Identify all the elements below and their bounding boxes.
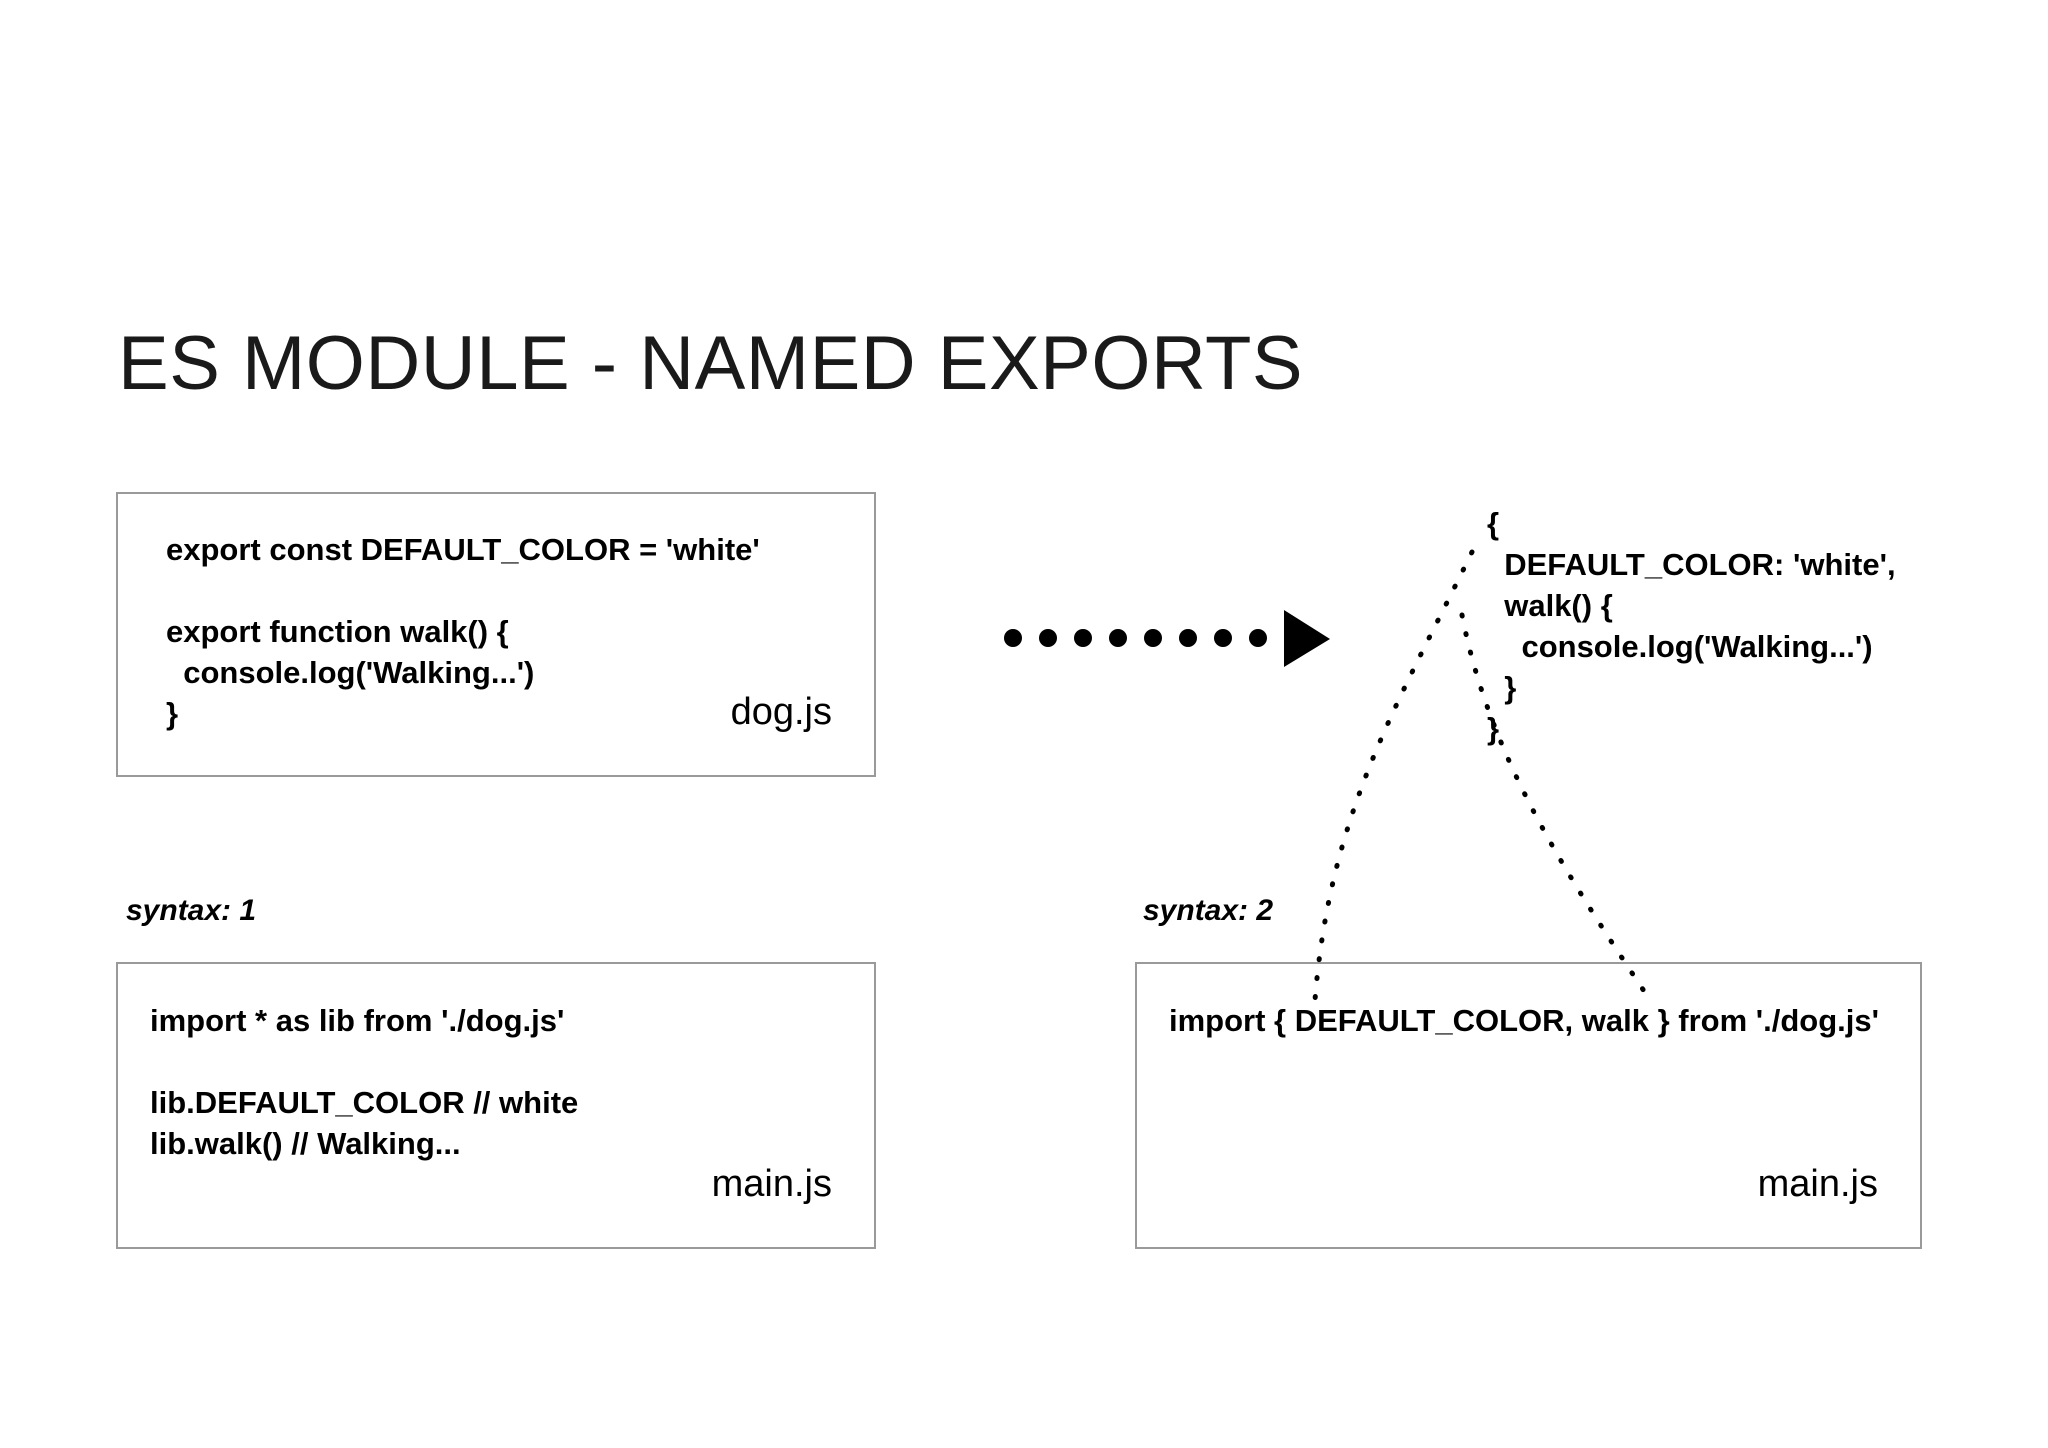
module-namespace-object: { DEFAULT_COLOR: 'white', walk() { conso… <box>1487 506 1896 746</box>
code-main-js-named-import: import { DEFAULT_COLOR, walk } from './d… <box>1169 1003 1880 1038</box>
code-box-main-js-named-import: import { DEFAULT_COLOR, walk } from './d… <box>1135 962 1922 1249</box>
file-label-dog-js: dog.js <box>730 691 832 733</box>
code-main-js-namespace-import: import * as lib from './dog.js' lib.DEFA… <box>150 1003 579 1161</box>
syntax-1-label: syntax: 1 <box>126 894 257 927</box>
code-dog-js-exports: export const DEFAULT_COLOR = 'white' exp… <box>166 532 760 731</box>
file-label-main-js-right: main.js <box>1757 1163 1878 1205</box>
file-label-main-js-left: main.js <box>711 1163 832 1205</box>
code-box-main-js-namespace-import: import * as lib from './dog.js' lib.DEFA… <box>116 962 876 1249</box>
page-title: ES MODULE - NAMED EXPORTS <box>118 321 1304 406</box>
code-box-dog-js: export const DEFAULT_COLOR = 'white' exp… <box>116 492 876 777</box>
dotted-arrow-icon <box>1004 610 1330 667</box>
connector-curve-default-color <box>1312 549 1475 1003</box>
syntax-2-label: syntax: 2 <box>1143 894 1274 927</box>
